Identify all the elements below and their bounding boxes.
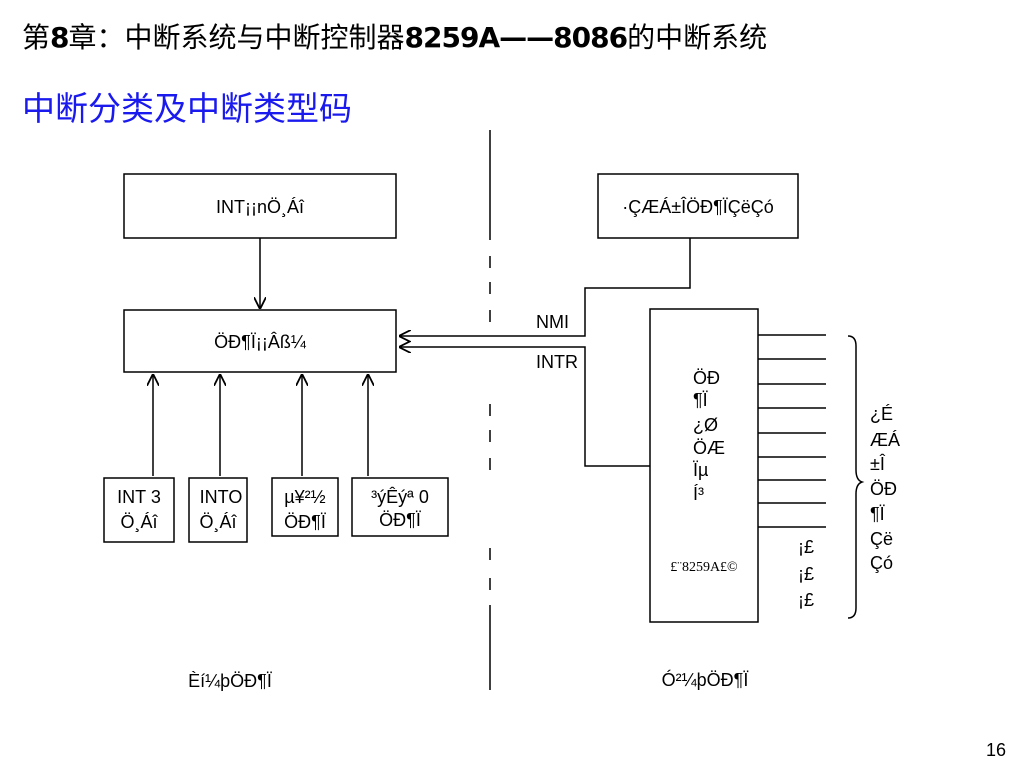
into-line1: INTO bbox=[200, 487, 243, 507]
irq-char-6: Çë bbox=[870, 529, 893, 549]
slide-title: 第8章：中断系统与中断控制器8259A——8086的中断系统 bbox=[22, 21, 768, 54]
pic-dot-3: ¡£ bbox=[798, 590, 814, 610]
nmi-source-label: ·ÇÆÁ±ÎÖÐ¶ÏÇëÇó bbox=[622, 197, 774, 217]
single-step-line1: µ¥²½ bbox=[284, 487, 325, 507]
into-line2: Ö¸Áî bbox=[199, 512, 237, 532]
pic-char-1: ÖÐ bbox=[693, 368, 720, 388]
pic-8259a-box bbox=[649, 308, 759, 623]
int3-line1: INT 3 bbox=[117, 487, 161, 507]
pic-char-2: ¶Ï bbox=[693, 390, 708, 410]
pic-char-3: ¿Ø bbox=[693, 415, 718, 435]
intr-label: INTR bbox=[536, 352, 578, 372]
single-step-line2: ÖÐ¶Ï bbox=[284, 512, 326, 532]
irq-char-1: ¿É bbox=[870, 404, 893, 424]
divide-zero-box bbox=[351, 477, 449, 537]
internal-interrupt-label: Èí¼þÖÐ¶Ï bbox=[188, 671, 272, 691]
irq-char-7: Çó bbox=[870, 553, 893, 573]
intr-line bbox=[400, 347, 650, 467]
pic-caption: £¨8259A£© bbox=[670, 560, 738, 575]
int3-line2: Ö¸Áî bbox=[120, 512, 158, 532]
divide-zero-line2: ÖÐ¶Ï bbox=[379, 510, 421, 530]
irq-char-4: ÖÐ bbox=[870, 479, 897, 499]
interrupt-logic-label: ÖÐ¶Ï¡¡Âß¼­ bbox=[214, 332, 307, 352]
divide-zero-line1: ³ýÊýª 0 bbox=[371, 487, 429, 507]
irq-char-3: ±Î bbox=[870, 454, 886, 474]
pic-char-6: Í³ bbox=[693, 484, 704, 504]
single-step-box bbox=[271, 477, 339, 537]
pic-dot-1: ¡£ bbox=[798, 537, 814, 557]
int3-box bbox=[103, 477, 175, 543]
slide-subtitle: 中断分类及中断类型码 bbox=[22, 89, 352, 128]
external-interrupt-label: Ó²¼þÖÐ¶Ï bbox=[662, 669, 749, 690]
nmi-label: NMI bbox=[536, 312, 569, 332]
int-n-label: INT¡¡nÖ¸Áî bbox=[216, 197, 305, 217]
pic-char-5: Ïµ bbox=[693, 460, 708, 480]
nmi-source-box bbox=[597, 173, 799, 239]
pic-char-4: ÖÆ bbox=[693, 438, 725, 458]
irq-brace bbox=[847, 335, 865, 619]
nmi-line bbox=[400, 238, 691, 336]
page-number: 16 bbox=[985, 740, 1006, 760]
pic-dot-2: ¡£ bbox=[798, 564, 814, 584]
interrupt-logic-box bbox=[123, 309, 397, 373]
irq-char-5: ¶Ï bbox=[870, 504, 885, 524]
irq-lines bbox=[758, 334, 826, 528]
into-box bbox=[188, 477, 248, 543]
irq-char-2: ÆÁ bbox=[870, 430, 900, 450]
